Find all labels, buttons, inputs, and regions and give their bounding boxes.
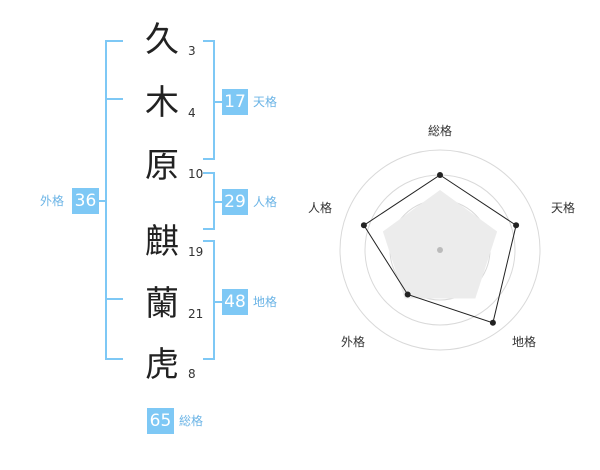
tenkaku-label: 天格 (253, 95, 278, 109)
name-char-5: 蘭 (145, 284, 179, 324)
radar-center-dot (437, 247, 443, 253)
chikaku-label: 地格 (253, 295, 278, 309)
tenkaku-bracket-vertical (213, 40, 215, 160)
radar-point-1 (513, 222, 520, 229)
chikaku-bracket-top (203, 240, 215, 242)
stroke-count-1: 3 (188, 44, 196, 58)
stroke-count-3: 10 (188, 167, 204, 181)
stroke-count-4: 19 (188, 245, 204, 259)
chikaku-connector (213, 301, 222, 303)
gaikaku-bracket-mid1 (105, 98, 123, 100)
radar-chart: 総格 天格 地格 外格 人格 (308, 123, 575, 351)
radar-label-gaikaku: 外格 (341, 334, 365, 349)
name-char-4: 麒 (145, 222, 179, 262)
gaikaku-bracket-top (105, 40, 123, 42)
name-char-6: 虎 (145, 345, 179, 385)
jinkaku-bracket-top (203, 172, 215, 174)
radar-point-0 (437, 172, 443, 178)
radar-label-chikaku: 地格 (512, 334, 536, 349)
radar-label-jinkaku: 人格 (308, 200, 332, 215)
soukaku-label: 総格 (179, 414, 204, 428)
gaikaku-badge: 36 (72, 188, 99, 214)
radar-label-soukaku: 総格 (428, 123, 452, 138)
jinkaku-badge: 29 (222, 189, 248, 215)
tenkaku-bracket-top (203, 40, 215, 42)
radar-points (360, 172, 520, 326)
jinkaku-bracket-bottom (203, 228, 215, 230)
tenkaku-bracket-bottom (203, 158, 215, 160)
stroke-count-5: 21 (188, 307, 204, 321)
jinkaku-label: 人格 (253, 195, 278, 209)
gaikaku-bracket-bottom (105, 358, 123, 360)
tenkaku-connector (213, 101, 222, 103)
chikaku-badge: 48 (222, 289, 248, 315)
radar-label-tenkaku: 天格 (551, 200, 575, 215)
radar-inner-pentagon (382, 190, 498, 299)
gaikaku-connector (99, 200, 107, 202)
name-char-1: 久 (145, 20, 179, 60)
stroke-count-2: 4 (188, 106, 196, 120)
radar-point-4 (360, 222, 367, 229)
radar-point-2 (489, 319, 496, 326)
gaikaku-label: 外格 (40, 194, 65, 208)
name-char-2: 木 (145, 83, 179, 123)
soukaku-badge: 65 (147, 408, 174, 434)
chikaku-bracket-bottom (203, 358, 215, 360)
gaikaku-bracket-mid2 (105, 298, 123, 300)
chikaku-bracket-vertical (213, 240, 215, 360)
stroke-count-6: 8 (188, 367, 196, 381)
radar-point-3 (404, 291, 411, 298)
radar-score-polygon (363, 174, 517, 324)
radar-ring (339, 149, 541, 351)
name-char-3: 原 (145, 146, 179, 186)
jinkaku-connector (213, 201, 222, 203)
tenkaku-badge: 17 (222, 89, 248, 115)
